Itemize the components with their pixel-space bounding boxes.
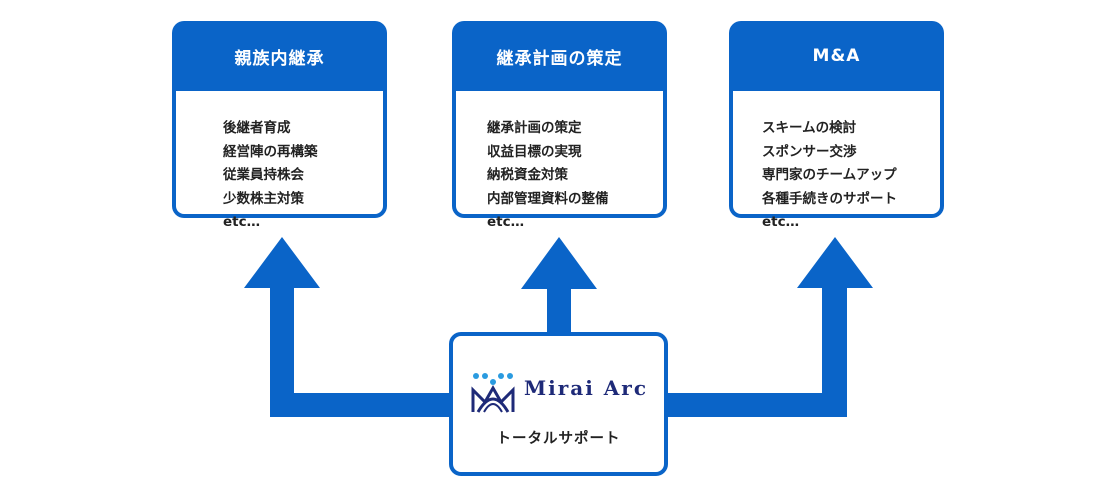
- card-body: 後継者育成 経営陣の再構築 従業員持株会 少数株主対策 etc…: [176, 91, 383, 230]
- list-item: スポンサー交渉: [762, 143, 857, 160]
- card-item-list: スキームの検討 スポンサー交渉 専門家のチームアップ 各種手続きのサポート et…: [762, 117, 897, 235]
- list-item: 専門家のチームアップ: [762, 167, 897, 183]
- list-item: 内部管理資料の整備: [487, 190, 609, 207]
- card-title: 親族内継承: [234, 48, 325, 69]
- list-item: 各種手続きのサポート: [762, 190, 897, 207]
- card-ma: M&A スキームの検討 スポンサー交渉 専門家のチームアップ 各種手続きのサポー…: [729, 21, 944, 230]
- list-item: 収益目標の実現: [487, 143, 582, 160]
- list-item: 経営陣の再構築: [223, 143, 318, 160]
- list-item: etc…: [762, 214, 800, 230]
- card-body: スキームの検討 スポンサー交渉 専門家のチームアップ 各種手続きのサポート et…: [733, 91, 940, 230]
- list-item: etc…: [487, 214, 525, 230]
- list-item: 継承計画の策定: [487, 120, 582, 136]
- left-arrow: [244, 237, 452, 417]
- total-support-box: Mirai Arc トータルサポート: [449, 332, 668, 476]
- card-family-succession: 親族内継承 後継者育成 経営陣の再構築 従業員持株会 少数株主対策 etc…: [172, 21, 387, 230]
- card-title: M&A: [812, 46, 861, 66]
- arc-logo-icon: [471, 373, 515, 413]
- list-item: 従業員持株会: [223, 167, 304, 183]
- total-support-caption: トータルサポート: [496, 431, 621, 447]
- list-item: 少数株主対策: [223, 190, 304, 207]
- logo-wordmark: Mirai Arc: [524, 376, 649, 400]
- card-item-list: 後継者育成 経営陣の再構築 従業員持株会 少数株主対策 etc…: [223, 117, 318, 235]
- card-body: 継承計画の策定 収益目標の実現 納税資金対策 内部管理資料の整備 etc…: [456, 91, 663, 230]
- list-item: 後継者育成: [223, 120, 291, 136]
- card-succession-plan: 継承計画の策定 継承計画の策定 収益目標の実現 納税資金対策 内部管理資料の整備…: [452, 21, 667, 230]
- card-title: 継承計画の策定: [496, 48, 623, 69]
- card-item-list: 継承計画の策定 収益目標の実現 納税資金対策 内部管理資料の整備 etc…: [487, 117, 609, 235]
- list-item: スキームの検討: [762, 120, 857, 136]
- right-arrow: [664, 237, 873, 417]
- center-arrow: [521, 237, 597, 334]
- list-item: 納税資金対策: [487, 167, 568, 183]
- list-item: etc…: [223, 214, 261, 230]
- mirai-arc-logo: Mirai Arc: [470, 370, 660, 416]
